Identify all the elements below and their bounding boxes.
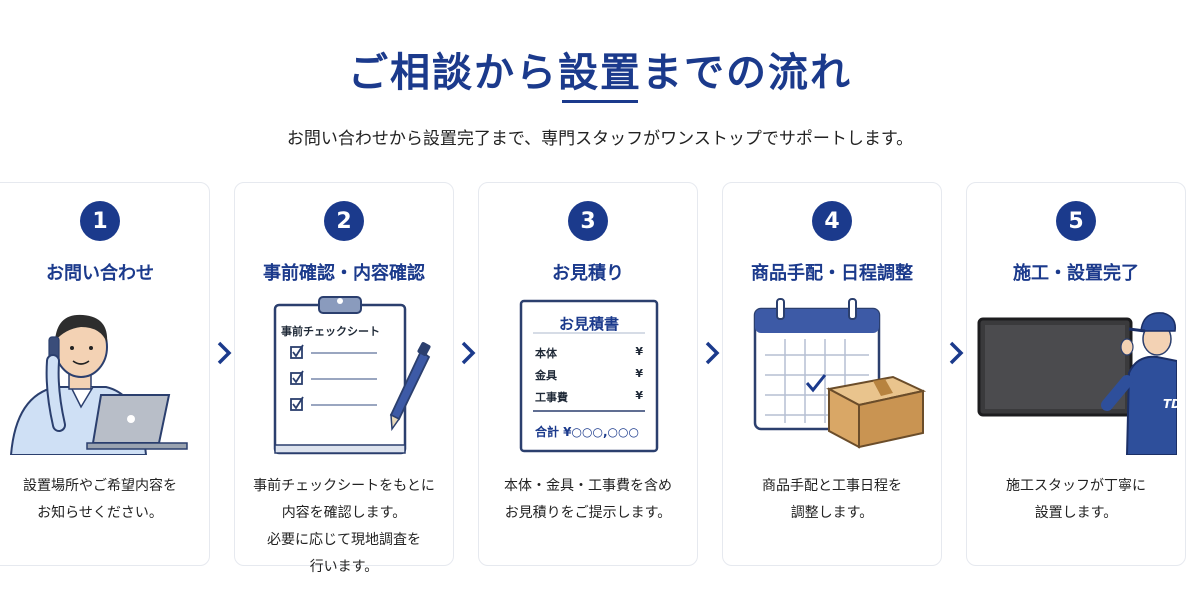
checklist-sheet-title: 事前チェックシート: [281, 325, 380, 338]
step-number-badge: 3: [568, 201, 608, 241]
step-description: 本体・金具・工事費を含め お見積りをご提示します。: [504, 478, 672, 521]
clipboard-checklist-icon: [273, 296, 431, 455]
step-title: 事前確認・内容確認: [263, 263, 425, 284]
step-number-badge: 1: [80, 201, 120, 241]
title-underline: [562, 100, 638, 103]
installer-display-icon: [977, 312, 1177, 455]
chevron-right-icon: [705, 341, 720, 365]
step-card-3: 3 お見積り お見積書 本体¥ 金具¥ 工事費¥ 合計 ¥○○○,○○○ 本体・…: [478, 182, 698, 566]
estimate-total: 合計 ¥○○○,○○○: [535, 425, 639, 439]
page-title: ご相談から設置までの流れ: [348, 50, 852, 96]
step-card-1: 1 お問い合わせ 設置場所やご希望内容を お知らせください。: [0, 182, 210, 566]
step-card-5: 5 施工・設置完了 TD 施工スタッフが丁寧に 設置します。: [966, 182, 1186, 566]
step-title: お見積り: [552, 263, 624, 284]
step-title: お問い合わせ: [46, 263, 154, 284]
calendar-box-icon: [753, 298, 927, 449]
step-card-4: 4 商品手配・日程調整 商品手配と工事日程を 調整します。: [722, 182, 942, 566]
estimate-row: 金具¥: [535, 367, 643, 382]
estimate-row: 工事費¥: [535, 389, 643, 404]
step-description: 施工スタッフが丁寧に 設置します。: [1006, 478, 1146, 521]
estimate-document-icon: [519, 299, 659, 453]
chevron-right-icon: [217, 341, 232, 365]
step-number-badge: 2: [324, 201, 364, 241]
step-description: 事前チェックシートをもとに 内容を確認します。 必要に応じて現地調査を 行います…: [253, 478, 435, 575]
step-description: 商品手配と工事日程を 調整します。: [762, 478, 902, 521]
estimate-row: 本体¥: [535, 345, 643, 360]
phone-call-laptop-icon: [9, 314, 188, 455]
uniform-logo: TD: [1163, 397, 1182, 411]
step-title: 施工・設置完了: [1013, 263, 1139, 284]
step-card-2: 2 事前確認・内容確認 事前チェックシート 事前チェックシートをもとに 内容を確…: [234, 182, 454, 575]
estimate-doc-title: お見積書: [558, 315, 619, 333]
step-description: 設置場所やご希望内容を お知らせください。: [23, 478, 177, 521]
step-number-badge: 4: [812, 201, 852, 241]
step-number-badge: 5: [1056, 201, 1096, 241]
step-title: 商品手配・日程調整: [751, 263, 913, 284]
chevron-right-icon: [461, 341, 476, 365]
page-subtitle: お問い合わせから設置完了まで、専門スタッフがワンストップでサポートします。: [286, 129, 914, 149]
chevron-right-icon: [949, 341, 964, 365]
